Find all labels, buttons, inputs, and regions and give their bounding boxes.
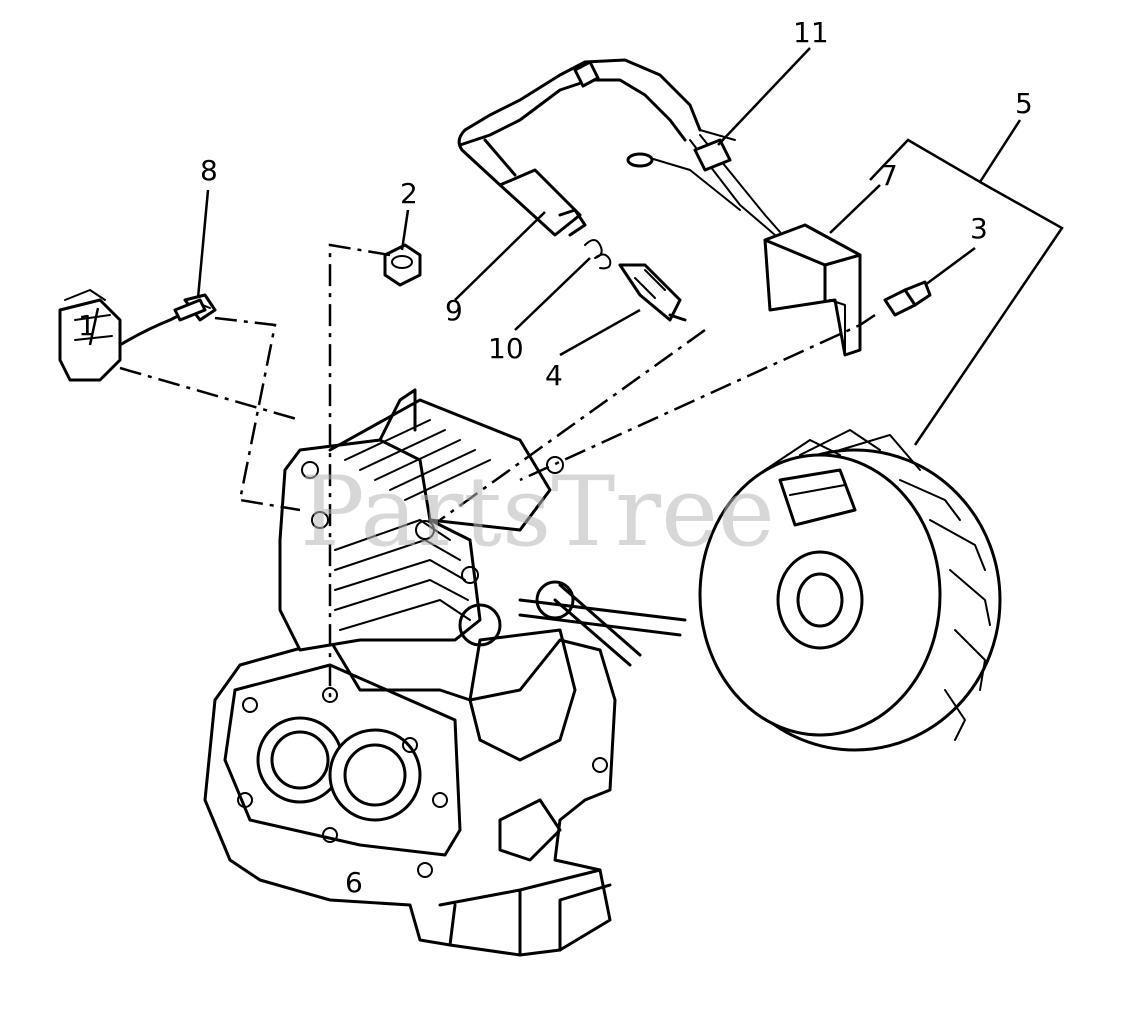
callout-5: 5 xyxy=(1015,87,1033,120)
callout-8: 8 xyxy=(200,154,218,187)
callout-2: 2 xyxy=(400,177,418,210)
watermark: PartsTree xyxy=(300,456,775,568)
callout-numbers: 1 2 3 4 5 7 8 9 10 11 xyxy=(78,16,1033,392)
leader-lines xyxy=(88,47,1064,446)
callout-4: 4 xyxy=(545,359,563,392)
callout-11: 11 xyxy=(793,16,829,49)
spark-plug xyxy=(618,263,687,322)
callout-1: 1 xyxy=(78,309,96,342)
callout-3: 3 xyxy=(970,212,988,245)
assembly-lines xyxy=(119,243,876,700)
svg-text:6: 6 xyxy=(345,866,363,899)
ignition-module xyxy=(763,223,862,357)
spring xyxy=(584,239,612,270)
nut xyxy=(383,243,422,287)
ignition-wire-harness xyxy=(457,58,781,236)
callout-10: 10 xyxy=(488,332,524,365)
screw xyxy=(883,280,932,317)
spark-plug-boot xyxy=(498,168,587,237)
flywheel xyxy=(698,429,1002,752)
callout-7: 7 xyxy=(880,159,898,192)
callout-9: 9 xyxy=(445,294,463,327)
